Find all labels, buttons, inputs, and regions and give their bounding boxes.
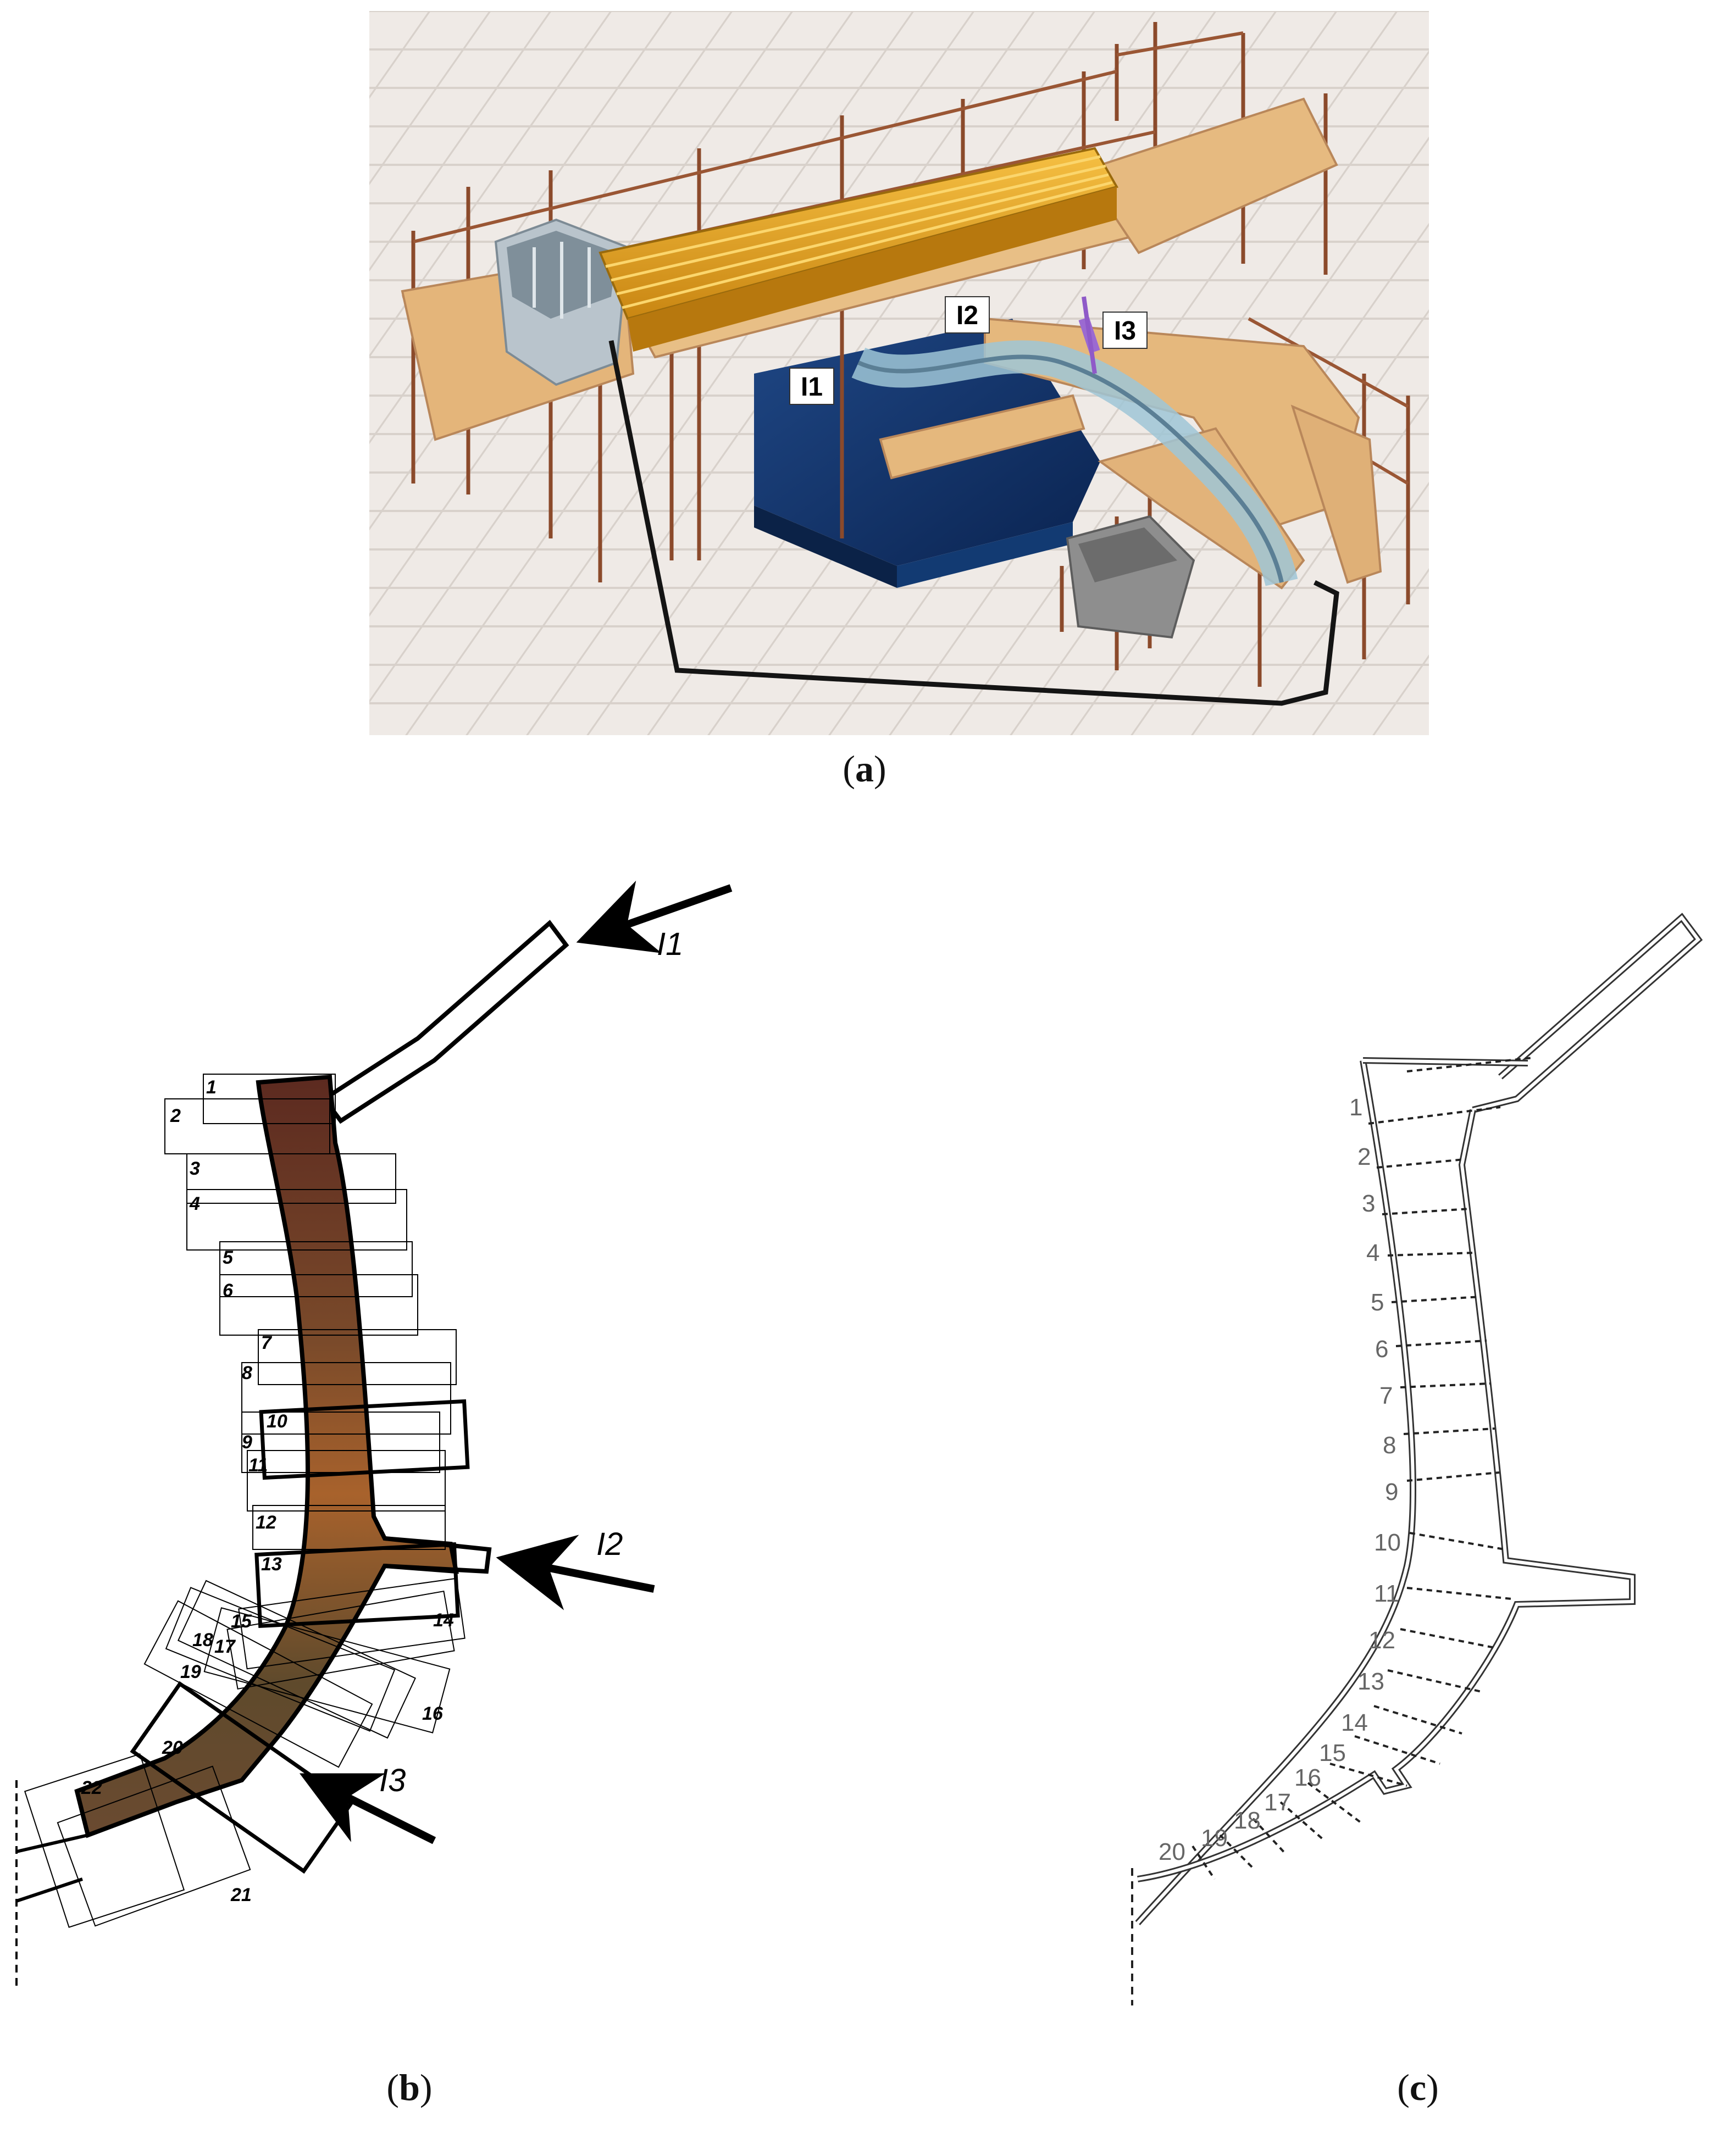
section-number: 13 — [1357, 1668, 1384, 1695]
return-pipe — [608, 340, 1339, 706]
head-tank — [494, 218, 629, 386]
yellow-flume — [598, 147, 1119, 352]
piv-window-17 — [177, 1580, 417, 1739]
piv-window-number: 19 — [180, 1662, 201, 1682]
piv-window-number: 16 — [422, 1703, 444, 1724]
section-number: 17 — [1264, 1789, 1291, 1816]
piv-window-7 — [258, 1329, 457, 1385]
piv-window-3 — [186, 1153, 396, 1204]
facility-3d-render: I1 I2 I3 — [369, 11, 1429, 735]
piv-window-number: 10 — [267, 1411, 287, 1432]
piv-window-number: 11 — [248, 1455, 268, 1476]
piv-windows-highlighted — [130, 1399, 470, 1874]
panel-c-cross-sections: 1 2 3 4 5 6 7 8 9 10 11 12 13 14 15 16 1… — [1077, 857, 1729, 2011]
piv-window-16 — [203, 1607, 451, 1733]
piv-window-number: 2 — [170, 1105, 181, 1126]
piv-window-number: 21 — [230, 1885, 252, 1905]
caption-b: (b) — [386, 2066, 433, 2108]
section-number: 5 — [1371, 1289, 1384, 1316]
section-number: 11 — [1374, 1580, 1399, 1607]
piv-window-10 — [259, 1399, 470, 1480]
section-number: 8 — [1383, 1432, 1396, 1459]
section-numbers: 1 2 3 4 5 6 7 8 9 10 11 12 13 14 15 16 1… — [1159, 1094, 1401, 1865]
section-number: 7 — [1379, 1382, 1393, 1409]
inlet-label-i1: I1 — [657, 926, 683, 962]
piv-window-22 — [24, 1753, 185, 1928]
piv-window-number: 15 — [231, 1611, 252, 1632]
caption-c-letter: c — [1409, 2066, 1427, 2108]
section-number: 18 — [1234, 1807, 1261, 1834]
section-number: 10 — [1374, 1529, 1401, 1556]
piv-window-number: 22 — [81, 1777, 102, 1798]
piv-window-number: 17 — [214, 1636, 236, 1657]
panel-a-rendering: I1 I2 I3 — [369, 11, 1429, 735]
label-inlet-1-text: I1 — [801, 373, 823, 402]
section-number: 4 — [1366, 1240, 1379, 1266]
caption-a: (a) — [843, 748, 886, 790]
piv-window-18 — [165, 1587, 396, 1732]
section-number: 12 — [1368, 1627, 1395, 1654]
piv-window-21 — [57, 1765, 251, 1927]
piv-window-number: 18 — [192, 1630, 213, 1651]
caption-c: (c) — [1397, 2066, 1439, 2108]
curved-glass-channel — [851, 296, 1298, 587]
section-number: 9 — [1385, 1479, 1398, 1505]
piv-window-number: 4 — [189, 1193, 200, 1214]
piv-window-14 — [238, 1577, 465, 1670]
label-inlet-3-text: I3 — [1114, 316, 1136, 346]
outlet-channel — [16, 1833, 88, 1903]
piv-window-6 — [219, 1274, 418, 1336]
piv-window-number: 7 — [261, 1332, 273, 1353]
piv-window-11 — [247, 1450, 446, 1512]
piv-window-number: 14 — [433, 1610, 454, 1631]
piv-window-number: 20 — [162, 1737, 183, 1758]
grey-tank — [1066, 515, 1195, 639]
piv-window-4 — [186, 1189, 407, 1251]
section-number: 1 — [1349, 1094, 1362, 1121]
piv-window-8 — [241, 1362, 451, 1435]
section-number: 2 — [1357, 1143, 1371, 1170]
inlet-arrow-i1 — [576, 880, 733, 953]
inlet-label-i2: I2 — [596, 1526, 623, 1562]
section-number: 3 — [1362, 1190, 1375, 1217]
cross-section-diagram: 1 2 3 4 5 6 7 8 9 10 11 12 13 14 15 16 1… — [1131, 913, 1703, 2005]
piv-window-number: 6 — [223, 1280, 234, 1301]
section-number: 6 — [1375, 1336, 1388, 1363]
piv-window-19 — [143, 1600, 373, 1768]
section-number: 14 — [1341, 1709, 1368, 1736]
channel-outline — [1135, 913, 1703, 1926]
piv-window-diagram: 1 2 3 4 5 6 7 8 9 10 11 12 13 14 15 16 1… — [15, 880, 733, 1989]
piv-window-number: 8 — [242, 1363, 252, 1383]
panel-b-piv-windows: 1 2 3 4 5 6 7 8 9 10 11 12 13 14 15 16 1… — [0, 857, 769, 2011]
inlet-arrow-i3 — [299, 1773, 436, 1844]
piv-window-number: 3 — [190, 1158, 200, 1179]
section-number: 19 — [1201, 1825, 1228, 1852]
label-inlet-1: I1 — [789, 368, 834, 405]
piv-window-15 — [226, 1590, 455, 1690]
piv-windows — [24, 1074, 465, 1928]
caption-b-letter: b — [399, 2066, 420, 2108]
piv-window-numbers: 1 2 3 4 5 6 7 8 9 10 11 12 13 14 15 16 1… — [81, 1077, 454, 1905]
piv-window-number: 5 — [223, 1247, 234, 1268]
piv-window-number: 12 — [256, 1512, 276, 1533]
inlet-channel-i1 — [321, 920, 569, 1124]
label-inlet-3: I3 — [1102, 312, 1148, 349]
piv-window-5 — [219, 1241, 413, 1297]
section-number: 16 — [1294, 1764, 1321, 1791]
piv-window-13 — [254, 1542, 460, 1629]
caption-a-letter: a — [855, 748, 874, 790]
section-number: 20 — [1159, 1838, 1185, 1865]
inlet-label-i3: I3 — [379, 1763, 406, 1798]
label-inlet-2: I2 — [945, 296, 990, 334]
section-number: 15 — [1319, 1740, 1346, 1766]
piv-window-number: 1 — [206, 1077, 217, 1098]
section-lines — [1192, 1057, 1534, 1880]
piv-window-number: 9 — [242, 1432, 252, 1453]
label-inlet-2-text: I2 — [956, 301, 978, 330]
inlet-arrow-i2 — [496, 1535, 655, 1610]
piv-window-number: 13 — [261, 1554, 282, 1575]
